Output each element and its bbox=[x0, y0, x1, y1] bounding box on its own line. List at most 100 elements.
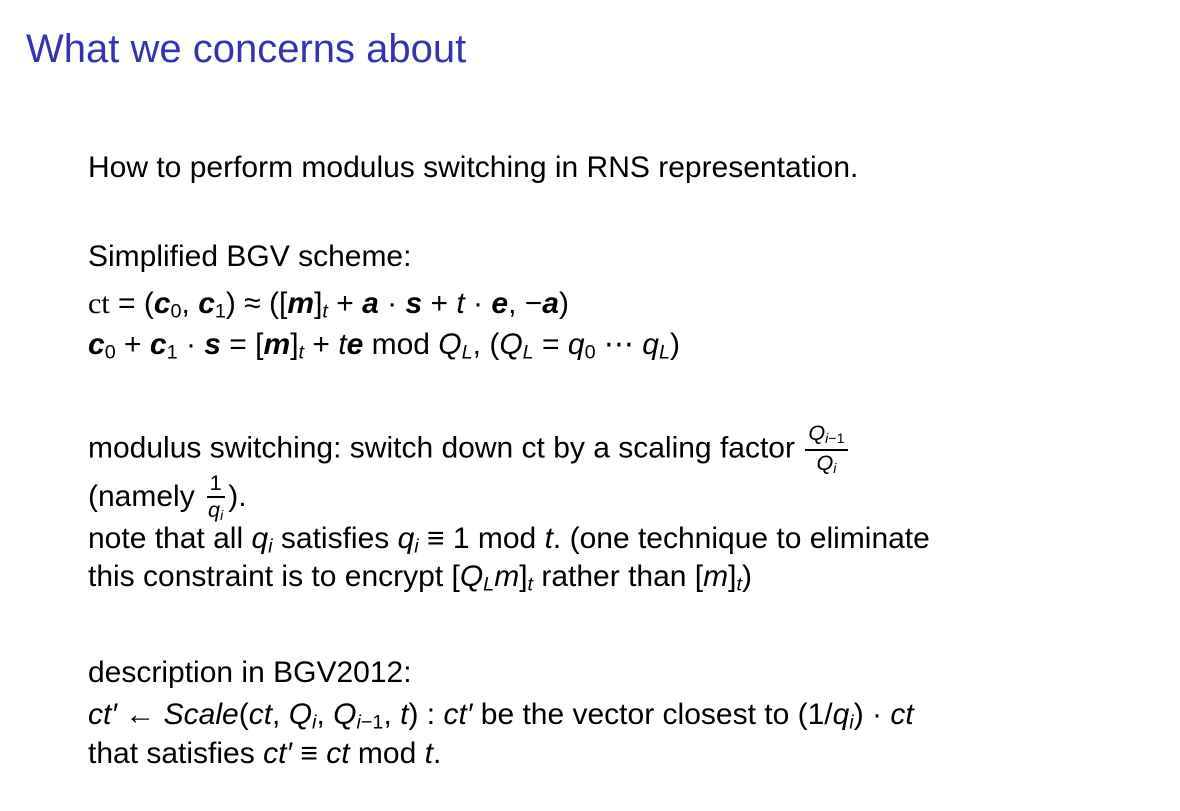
math-token: q bbox=[832, 698, 850, 731]
math-token: ≡ 1 mod bbox=[418, 522, 545, 555]
math-token: . bbox=[432, 737, 442, 770]
subscript: L bbox=[659, 341, 670, 363]
math-token: ct′ bbox=[443, 698, 473, 731]
math-token: ] bbox=[519, 560, 528, 593]
math-token: L bbox=[461, 341, 473, 364]
math-token: , − bbox=[508, 287, 543, 320]
math-token: L bbox=[658, 341, 670, 364]
subscript: 0 bbox=[105, 341, 116, 363]
subscript: 0 bbox=[171, 300, 182, 322]
math-token: that satisfies bbox=[88, 737, 264, 770]
math-token: c bbox=[198, 287, 215, 320]
math-token: i bbox=[312, 711, 317, 734]
math-token: · bbox=[464, 287, 492, 320]
math-token: rather than [ bbox=[533, 560, 704, 593]
math-token: i bbox=[849, 711, 854, 734]
math-token: m bbox=[287, 287, 315, 320]
math-token: ct bbox=[890, 698, 914, 731]
subscript: L bbox=[483, 573, 494, 595]
math-token: (namely bbox=[88, 480, 204, 514]
subscript: t bbox=[322, 300, 328, 322]
subscript: L bbox=[462, 341, 473, 363]
math-token: m bbox=[703, 560, 729, 593]
math-token: L bbox=[483, 573, 495, 596]
math-token: i bbox=[268, 535, 273, 558]
math-token: · bbox=[177, 328, 205, 361]
subscript: i bbox=[220, 508, 223, 524]
math-token: ) : bbox=[408, 698, 444, 731]
subscript: t bbox=[528, 573, 534, 595]
math-token: −1 bbox=[828, 431, 845, 448]
math-token: 1 bbox=[209, 470, 222, 495]
math-token: i bbox=[833, 461, 837, 478]
math-token: a bbox=[542, 287, 559, 320]
math-token: L bbox=[522, 341, 534, 364]
math-token: satisfies bbox=[272, 522, 398, 555]
math-token: ≡ bbox=[292, 737, 327, 770]
math-token: t bbox=[736, 573, 742, 596]
math-token: How to perform modulus switching in RNS … bbox=[88, 151, 859, 184]
math-token: + bbox=[327, 287, 363, 320]
math-token: c bbox=[149, 328, 167, 361]
math-token: −1 bbox=[360, 711, 384, 734]
math-token: , bbox=[181, 287, 199, 320]
bgv2012-satisfies-line: that satisfies ct′ ≡ ct mod t. bbox=[88, 739, 441, 769]
math-token: + bbox=[115, 328, 150, 361]
math-token: ] bbox=[314, 287, 323, 320]
math-token: · bbox=[378, 287, 406, 320]
bgv-scheme-heading: Simplified BGV scheme: bbox=[88, 242, 411, 272]
math-token: q bbox=[642, 328, 659, 361]
math-token: 1 bbox=[214, 300, 226, 323]
subscript: t bbox=[299, 341, 305, 363]
subscript: i bbox=[268, 535, 272, 557]
math-token: ( bbox=[238, 698, 249, 731]
math-token: t bbox=[424, 737, 433, 770]
math-token: = [ bbox=[220, 328, 264, 361]
math-token: = bbox=[533, 328, 568, 361]
math-token: Q bbox=[438, 328, 462, 361]
math-token: i bbox=[414, 535, 419, 558]
math-token: mod bbox=[363, 328, 439, 361]
math-token: Q bbox=[333, 698, 357, 731]
math-token: ct bbox=[88, 287, 110, 320]
math-token: 0 bbox=[104, 341, 116, 364]
subscript: t bbox=[736, 573, 742, 595]
math-token: i bbox=[356, 711, 361, 734]
math-token: m bbox=[494, 560, 520, 593]
math-token: be the vector closest to (1/ bbox=[472, 698, 833, 731]
math-token: 0 bbox=[584, 341, 596, 364]
math-token: ) ≈ ([ bbox=[225, 287, 288, 320]
math-token: ) bbox=[669, 328, 680, 361]
math-token: t bbox=[544, 522, 553, 555]
bgv-ciphertext-equation: ct = (c0, c1) ≈ ([m]t + a · s + t · e, −… bbox=[88, 289, 569, 326]
math-token: ⋯ bbox=[595, 328, 643, 361]
math-token: ct′ bbox=[263, 737, 293, 770]
subscript: i−1 bbox=[356, 711, 383, 733]
modulus-switching-line: modulus switching: switch down ct by a s… bbox=[88, 420, 850, 478]
note-line-1: note that all qi satisfies qi ≡ 1 mod t.… bbox=[88, 524, 930, 561]
subscript: i bbox=[833, 461, 836, 477]
math-token: Q bbox=[816, 450, 834, 476]
subscript: i bbox=[414, 535, 418, 557]
note-line-2: this constraint is to encrypt [QLm]t rat… bbox=[88, 562, 752, 599]
math-token: ] bbox=[290, 328, 299, 361]
math-token: c bbox=[153, 287, 171, 320]
math-token: t bbox=[322, 300, 328, 323]
math-token: Scale bbox=[163, 698, 239, 731]
math-token: , bbox=[272, 698, 289, 731]
math-token: e bbox=[491, 287, 509, 320]
math-token: m bbox=[263, 328, 291, 361]
math-token: , bbox=[383, 698, 401, 731]
math-token: + bbox=[422, 287, 457, 320]
math-token: q bbox=[251, 522, 269, 555]
math-token: 1 bbox=[166, 341, 178, 364]
math-token: i bbox=[220, 508, 224, 525]
math-token: q bbox=[208, 497, 221, 523]
math-token: note that all bbox=[88, 522, 252, 555]
math-token: i bbox=[825, 431, 829, 448]
math-token: this constraint is to encrypt [ bbox=[88, 560, 460, 593]
subscript: i bbox=[849, 711, 853, 733]
math-token: c bbox=[88, 328, 105, 361]
